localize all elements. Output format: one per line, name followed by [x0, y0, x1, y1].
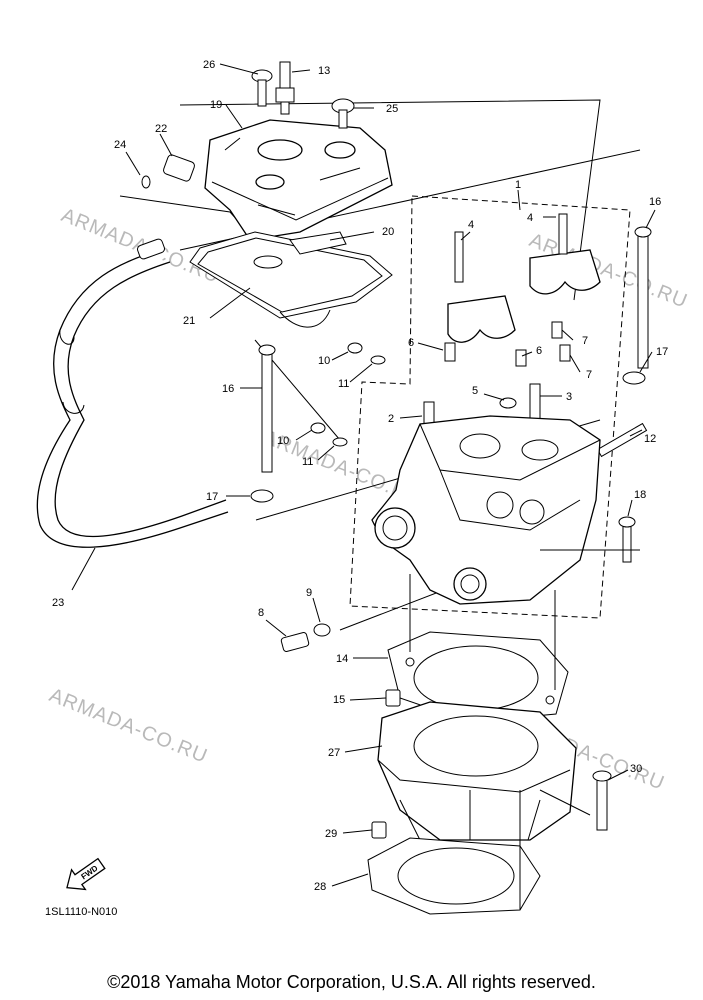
part-label-14: 14	[336, 653, 348, 665]
label-leaders	[71, 63, 656, 887]
part-label-27: 27	[328, 747, 340, 759]
part-label-10b: 10	[277, 435, 289, 447]
watermark-4: ARMADA-CO.RU	[46, 684, 211, 768]
part-label-1: 1	[515, 179, 521, 191]
dowel-pin-lower	[371, 821, 387, 839]
top-fasteners	[141, 61, 355, 189]
guide-lines	[409, 549, 640, 910]
copyright-notice: ©2018 Yamaha Motor Corporation, U.S.A. A…	[107, 972, 596, 992]
part-label-24: 24	[114, 139, 126, 151]
cylinder-head	[371, 415, 601, 605]
part-label-18: 18	[634, 489, 646, 501]
assembly-frame	[349, 195, 631, 619]
part-label-4a: 4	[527, 212, 533, 224]
cylinder-block	[377, 701, 577, 841]
part-labels: 26 13 19 25 22 24 1 4 16 4 20 21 6 6 7 1…	[52, 59, 668, 893]
part-label-8: 8	[258, 607, 264, 619]
part-label-15: 15	[333, 694, 345, 706]
part-label-11b: 11	[302, 456, 313, 468]
dowel-pin-upper	[385, 689, 401, 707]
part-label-28: 28	[314, 881, 326, 893]
part-label-13: 13	[318, 65, 330, 77]
part-label-26: 26	[203, 59, 215, 71]
part-label-2: 2	[388, 413, 394, 425]
part-label-23: 23	[52, 597, 64, 609]
part-label-3: 3	[566, 391, 572, 403]
part-label-10a: 10	[318, 355, 330, 367]
part-label-29: 29	[325, 828, 337, 840]
part-label-12: 12	[644, 433, 656, 445]
diagram-code: 1SL1110-N010	[45, 906, 117, 918]
part-label-20: 20	[382, 226, 394, 238]
head-gasket	[387, 631, 569, 723]
part-label-6b: 6	[536, 345, 542, 357]
part-label-19: 19	[210, 99, 222, 111]
part-label-22: 22	[155, 123, 167, 135]
part-label-7a: 7	[582, 335, 588, 347]
part-label-17b: 17	[206, 491, 218, 503]
part-label-30: 30	[630, 763, 642, 775]
valve-cover	[204, 119, 393, 241]
cover-plate	[289, 231, 347, 255]
part-label-4b: 4	[468, 219, 474, 231]
cover-gasket	[189, 231, 393, 328]
studs-and-bolts	[250, 226, 652, 831]
part-label-21: 21	[183, 315, 195, 327]
part-label-9: 9	[306, 587, 312, 599]
fwd-arrow-icon: FWD	[66, 857, 106, 891]
part-label-16a: 16	[649, 196, 661, 208]
part-label-7b: 7	[586, 369, 592, 381]
camshaft-caps	[444, 213, 601, 367]
part-label-17a: 17	[656, 346, 668, 358]
part-label-11a: 11	[338, 378, 349, 390]
breather-hose	[36, 238, 229, 548]
exploded-parts-diagram: ARMADA-CO.RU ARMADA-CO.RU ARMADA-CO.RU A…	[36, 59, 691, 918]
part-label-25: 25	[386, 103, 398, 115]
part-label-6a: 6	[408, 337, 414, 349]
part-label-5: 5	[472, 385, 478, 397]
part-label-16b: 16	[222, 383, 234, 395]
base-gasket	[367, 837, 541, 915]
